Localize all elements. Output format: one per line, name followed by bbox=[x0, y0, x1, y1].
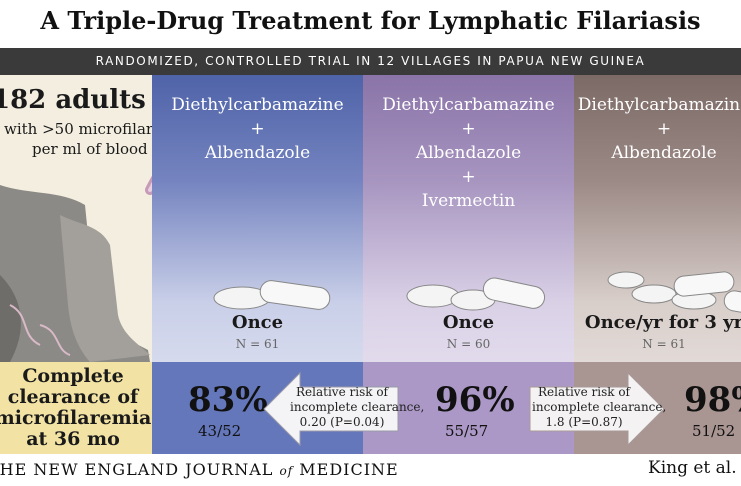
arm-dose: Once/yr for 3 yr bbox=[584, 312, 741, 333]
arm-n: N = 61 bbox=[642, 337, 686, 351]
outcome-panel: Complete clearance of microfilaremia at … bbox=[0, 362, 152, 454]
comparison-text-1: Relative risk of incomplete clearance, 0… bbox=[290, 385, 425, 429]
legs-illustration bbox=[0, 185, 150, 362]
arm-dose: Once bbox=[442, 312, 495, 333]
inclusion-criteria: with >50 microfilariae per ml of blood bbox=[4, 120, 152, 158]
arm-n: N = 61 bbox=[235, 337, 280, 351]
outcome-label: Complete clearance of microfilaremia at … bbox=[0, 365, 152, 450]
arm-percent: 83% bbox=[188, 380, 268, 420]
participant-count: 182 adults bbox=[0, 85, 146, 115]
pills-illustration bbox=[607, 271, 741, 318]
arm-dose: Once bbox=[231, 312, 284, 333]
pills-illustration bbox=[213, 280, 331, 310]
arm-drugs: Diethylcarbamazine + Albendazole bbox=[577, 95, 741, 163]
arm-percent: 98% bbox=[684, 380, 741, 420]
comparison-arrow-left bbox=[263, 371, 399, 447]
journal-name: THE NEW ENGLAND JOURNAL of MEDICINE bbox=[0, 460, 399, 479]
arm-n: N = 60 bbox=[446, 337, 491, 351]
arm-fraction: 51/52 bbox=[692, 422, 736, 440]
arm-drugs: Diethylcarbamazine + Albendazole bbox=[171, 95, 344, 163]
arm-drugs: Diethylcarbamazine + Albendazole + Iverm… bbox=[382, 95, 555, 211]
page-title: A Triple-Drug Treatment for Lymphatic Fi… bbox=[40, 6, 701, 35]
arm-result: 98% 51/52 bbox=[574, 362, 741, 454]
citation: King et al. bbox=[648, 458, 737, 478]
population-panel: 182 adults with >50 microfilariae per ml… bbox=[0, 75, 152, 362]
arm-fraction: 55/57 bbox=[445, 422, 489, 440]
arm-fraction: 43/52 bbox=[198, 422, 242, 440]
pills-illustration bbox=[406, 277, 546, 311]
study-banner: RANDOMIZED, CONTROLLED TRIAL IN 12 VILLA… bbox=[0, 48, 741, 75]
arm-percent: 96% bbox=[435, 380, 515, 420]
comparison-text-2: Relative risk of incomplete clearance, 1… bbox=[532, 385, 667, 429]
comparison-arrow-right bbox=[529, 371, 665, 447]
